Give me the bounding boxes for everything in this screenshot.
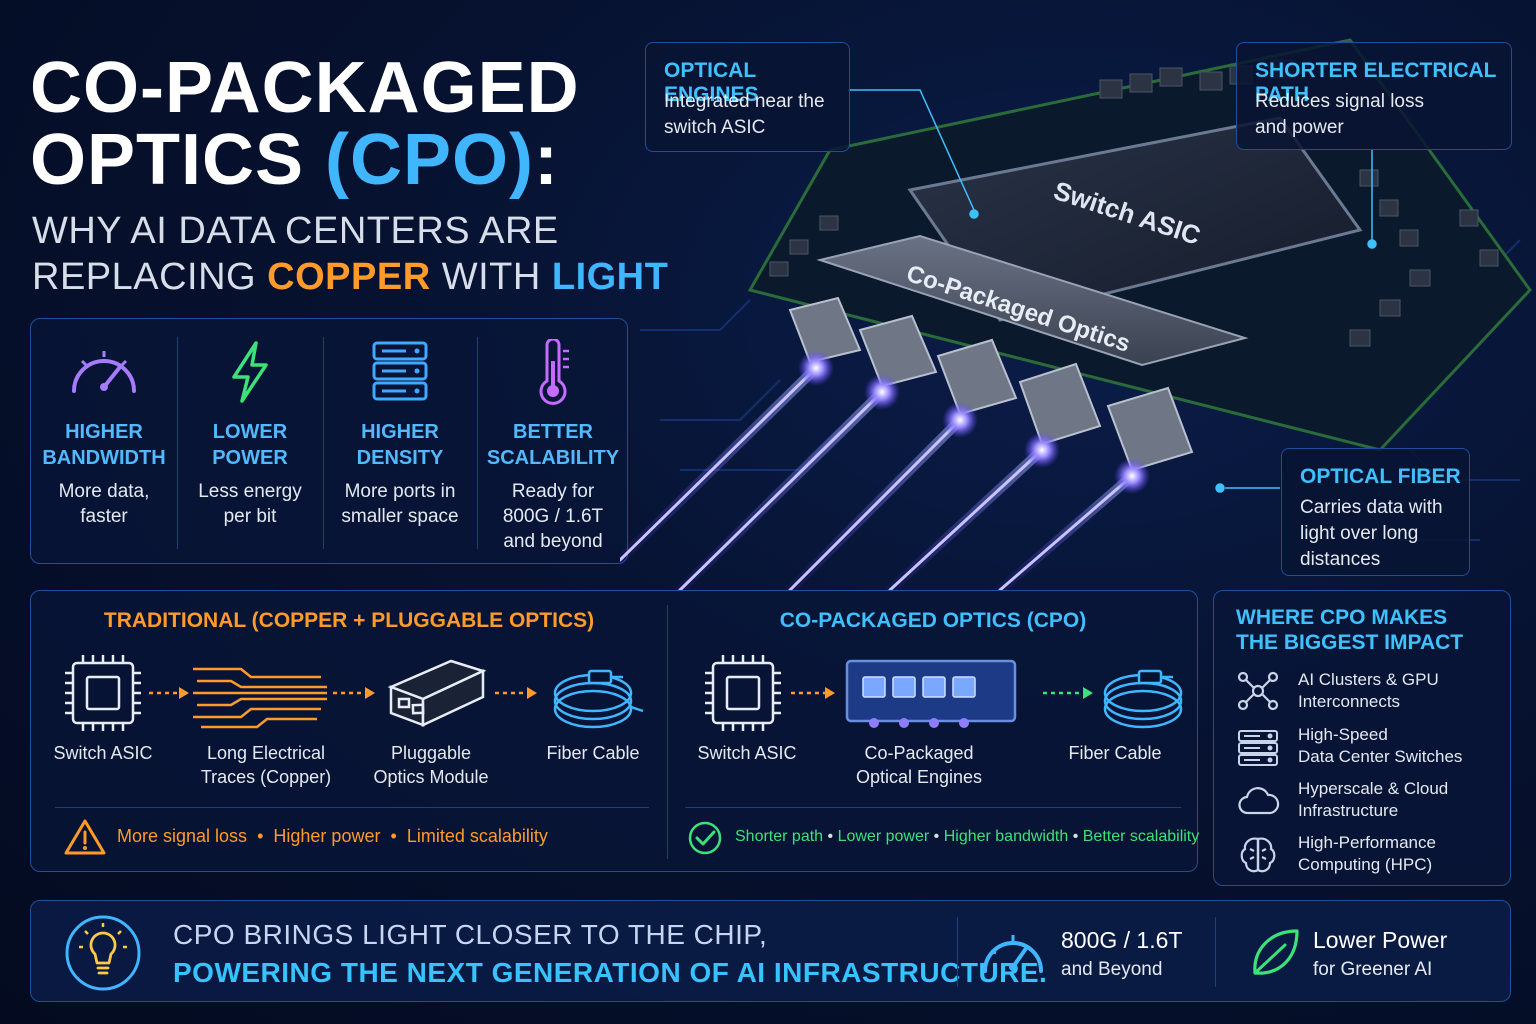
callout-head: SHORTER ELECTRICAL PATH (1255, 59, 1497, 106)
comparison-panel: TRADITIONAL (COPPER + PLUGGABLE OPTICS) (30, 590, 1200, 872)
divider (685, 807, 1181, 808)
optical-modules (788, 296, 1194, 472)
arrow-icon (495, 687, 537, 699)
laser-glows (798, 350, 1150, 494)
fiber-cable-icon (553, 669, 644, 729)
subtitle-line-1: WHY AI DATA CENTERS ARE (32, 210, 559, 252)
cpo-title: CO-PACKAGED OPTICS (CPO) (779, 609, 1087, 632)
gauge-icon (72, 351, 136, 393)
traditional-drawbacks: More signal loss • Higher power • Limite… (117, 826, 548, 846)
subtitle-line-2: REPLACING COPPER WITH LIGHT (32, 256, 669, 298)
chip-icon (705, 655, 781, 731)
chip-icon (65, 655, 141, 731)
optical-engine-icon (845, 659, 1017, 728)
callout-head: OPTICAL FIBER (1300, 465, 1461, 488)
cpo-step-1: Switch ASIC (697, 743, 797, 763)
arrow-icon (1043, 687, 1093, 699)
laser-beams (620, 363, 1137, 590)
banner-line-2: POWERING THE NEXT GENERATION OF AI INFRA… (173, 957, 1048, 988)
divider (477, 337, 478, 549)
server-rack-icon (1238, 730, 1278, 766)
title-line-2: OPTICS (CPO): (30, 120, 560, 200)
divider (177, 337, 178, 549)
stat-power: Lower Power (1313, 927, 1448, 953)
stat-bandwidth-sub: and Beyond (1061, 959, 1163, 980)
callout-head: OPTICAL ENGINES (664, 59, 759, 106)
lightning-icon (232, 341, 268, 403)
cpo-step-3: Fiber Cable (1068, 743, 1162, 763)
divider (55, 807, 649, 808)
fiber-cable-icon (1103, 669, 1183, 729)
cpo-benefits: Shorter path • Lower power • Higher band… (735, 828, 1200, 845)
server-stack-icon (372, 341, 428, 401)
divider (667, 605, 668, 859)
callout-leaders (848, 89, 1377, 493)
arrow-icon (791, 687, 835, 699)
speedometer-icon (983, 935, 1043, 973)
pluggable-module-icon (387, 659, 487, 727)
cloud-icon (1238, 787, 1280, 815)
warning-icon (64, 819, 106, 855)
divider (957, 917, 958, 987)
callout-electrical-path: SHORTER ELECTRICAL PATH Reduces signal l… (1236, 42, 1512, 150)
banner-line-1: CPO BRINGS LIGHT CLOSER TO THE CHIP, (173, 919, 768, 950)
stat-power-sub: for Greener AI (1313, 959, 1433, 980)
arrow-icon (333, 687, 375, 699)
thermometer-icon (539, 339, 569, 405)
traditional-title: TRADITIONAL (COPPER + PLUGGABLE OPTICS) (103, 609, 595, 632)
benefit-desc: More data,faster (58, 481, 150, 527)
check-circle-icon (688, 821, 722, 855)
divider (1215, 917, 1216, 987)
lightbulb-icon (65, 915, 141, 991)
traditional-flow-graphics (65, 655, 644, 731)
cpo-flow-graphics (705, 655, 1183, 731)
bottom-banner: CPO BRINGS LIGHT CLOSER TO THE CHIP, POW… (30, 900, 1511, 1002)
title-line-1: CO-PACKAGED (30, 48, 580, 128)
copper-traces-icon (193, 667, 327, 729)
network-nodes-icon (1237, 671, 1279, 711)
leaf-icon (1253, 929, 1299, 975)
stat-bandwidth: 800G / 1.6T (1061, 927, 1183, 953)
traditional-step-4: Fiber Cable (546, 743, 640, 763)
divider (323, 337, 324, 549)
traditional-step-1: Switch ASIC (53, 743, 153, 763)
co-packaged-band (816, 234, 1249, 367)
brain-icon (1240, 837, 1276, 873)
arrow-icon (149, 687, 189, 699)
